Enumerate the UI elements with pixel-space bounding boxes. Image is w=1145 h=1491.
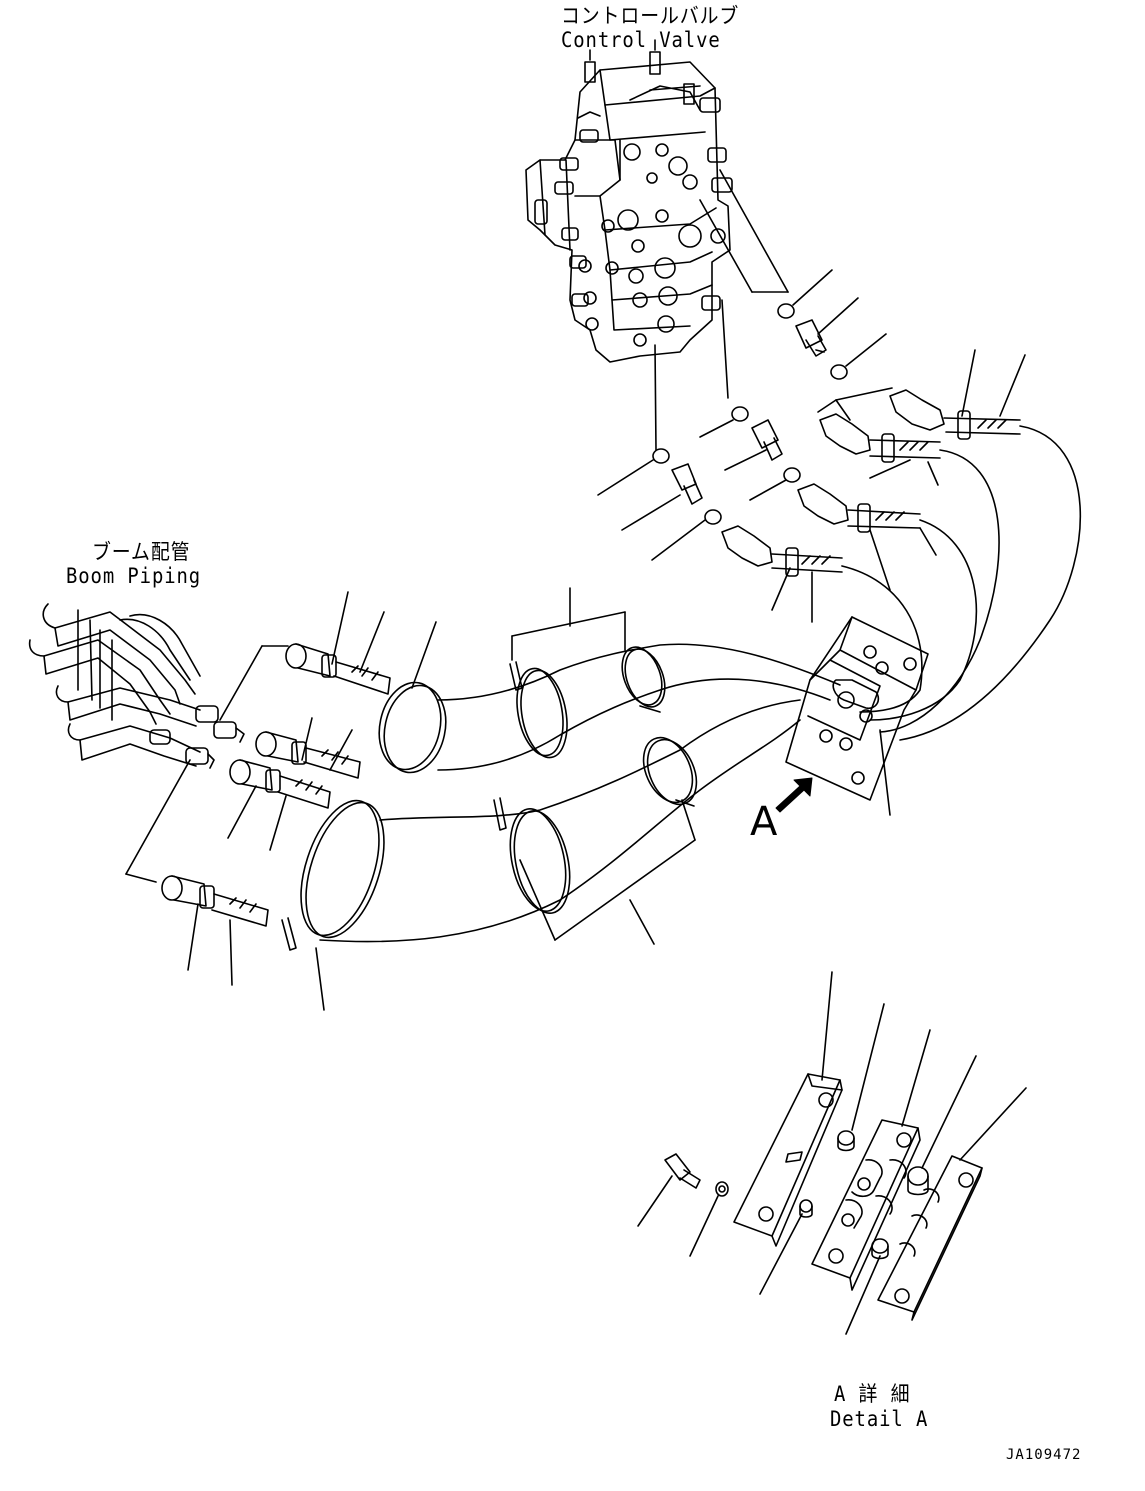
fittings-group — [652, 303, 1082, 741]
boom-piping-label-en: Boom Piping — [66, 564, 202, 588]
fitting-leader-lines — [597, 269, 1026, 623]
view-callout-letter: A — [750, 799, 778, 845]
view-arrow-icon — [775, 777, 813, 813]
hose-bundle — [281, 643, 841, 951]
clamp-leader-lines — [511, 587, 696, 945]
control-valve-label-jp: コントロールバルブ — [561, 4, 740, 28]
detail-label-en: Detail A — [830, 1407, 929, 1431]
hose-clamp-block — [785, 616, 929, 816]
boom-piping — [28, 603, 245, 769]
drawing-number: JA109472 — [1006, 1447, 1082, 1463]
boom-hose-ends — [161, 643, 391, 927]
boom-leader-lines — [125, 645, 289, 883]
control-valve-assembly — [525, 39, 733, 363]
detail-leader-lines — [637, 971, 1027, 1335]
left-leader-lines — [187, 591, 437, 1011]
valve-leader-lines — [654, 169, 789, 451]
detail-a-exploded — [664, 1073, 983, 1321]
detail-label-jp: A 詳 細 — [834, 1382, 911, 1406]
boom-piping-label-jp: ブーム配管 — [92, 540, 191, 564]
control-valve-label-en: Control Valve — [561, 28, 721, 52]
